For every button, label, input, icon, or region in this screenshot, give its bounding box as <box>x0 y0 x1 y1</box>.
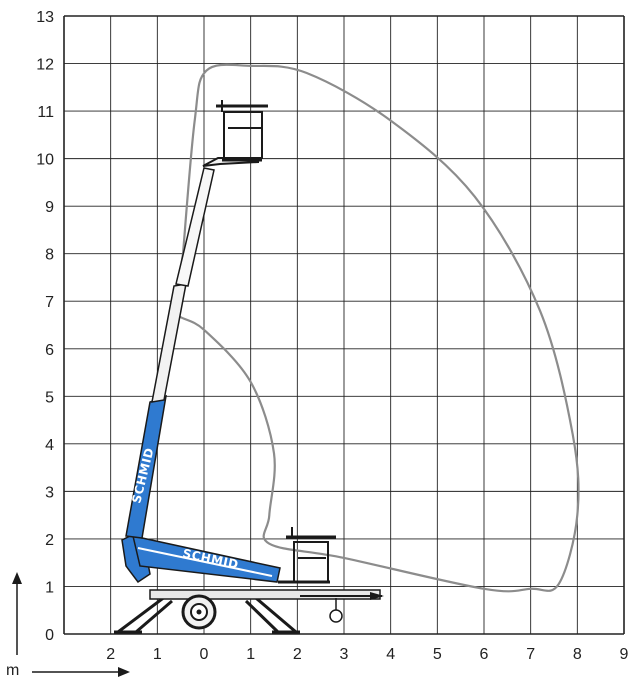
x-tick-label: 4 <box>386 646 395 663</box>
y-tick-label: 3 <box>45 484 54 501</box>
x-tick-label: 8 <box>573 646 582 663</box>
stowed-basket <box>278 527 336 584</box>
y-tick-label: 5 <box>45 389 54 406</box>
x-tick-label: 0 <box>200 646 209 663</box>
y-tick-label: 1 <box>45 579 54 596</box>
y-tick-label: 11 <box>37 104 54 121</box>
y-tick-label: 2 <box>45 532 54 549</box>
main-boom-base-section <box>125 394 167 539</box>
x-tick-label: 5 <box>433 646 442 663</box>
x-direction-arrow-icon <box>118 667 130 677</box>
y-tick-label: 4 <box>45 437 54 454</box>
y-tick-label: 6 <box>45 342 54 359</box>
x-unit-indicator: m <box>6 572 130 679</box>
y-tick-label: 7 <box>45 294 54 311</box>
x-tick-label: 1 <box>246 646 255 663</box>
y-tick-label: 0 <box>45 627 54 644</box>
working-envelope-curve <box>173 63 580 593</box>
y-tick-label: 12 <box>36 57 54 74</box>
y-direction-arrow-icon <box>12 572 22 584</box>
raised-basket <box>202 100 268 167</box>
y-tick-label: 10 <box>36 152 54 169</box>
x-tick-label: 6 <box>480 646 489 663</box>
x-tick-label: 1 <box>153 646 162 663</box>
y-tick-label: 13 <box>36 9 54 26</box>
jockey-wheel <box>329 609 343 623</box>
x-unit-label: m <box>6 662 19 679</box>
x-tick-label: 7 <box>526 646 535 663</box>
x-tick-label: 2 <box>106 646 115 663</box>
aerial-platform-illustration: SCHMID SCHMID <box>114 100 384 634</box>
x-tick-label: 3 <box>340 646 349 663</box>
outriggers <box>114 591 300 634</box>
main-boom-upper-section <box>175 167 215 287</box>
working-envelope-layer <box>173 63 580 593</box>
x-tick-label: 9 <box>620 646 629 663</box>
chassis <box>149 589 384 610</box>
wheel <box>181 594 217 630</box>
y-tick-label: 8 <box>45 247 54 264</box>
grid <box>63 15 625 635</box>
x-tick-label: 2 <box>293 646 302 663</box>
y-tick-label: 9 <box>45 199 54 216</box>
